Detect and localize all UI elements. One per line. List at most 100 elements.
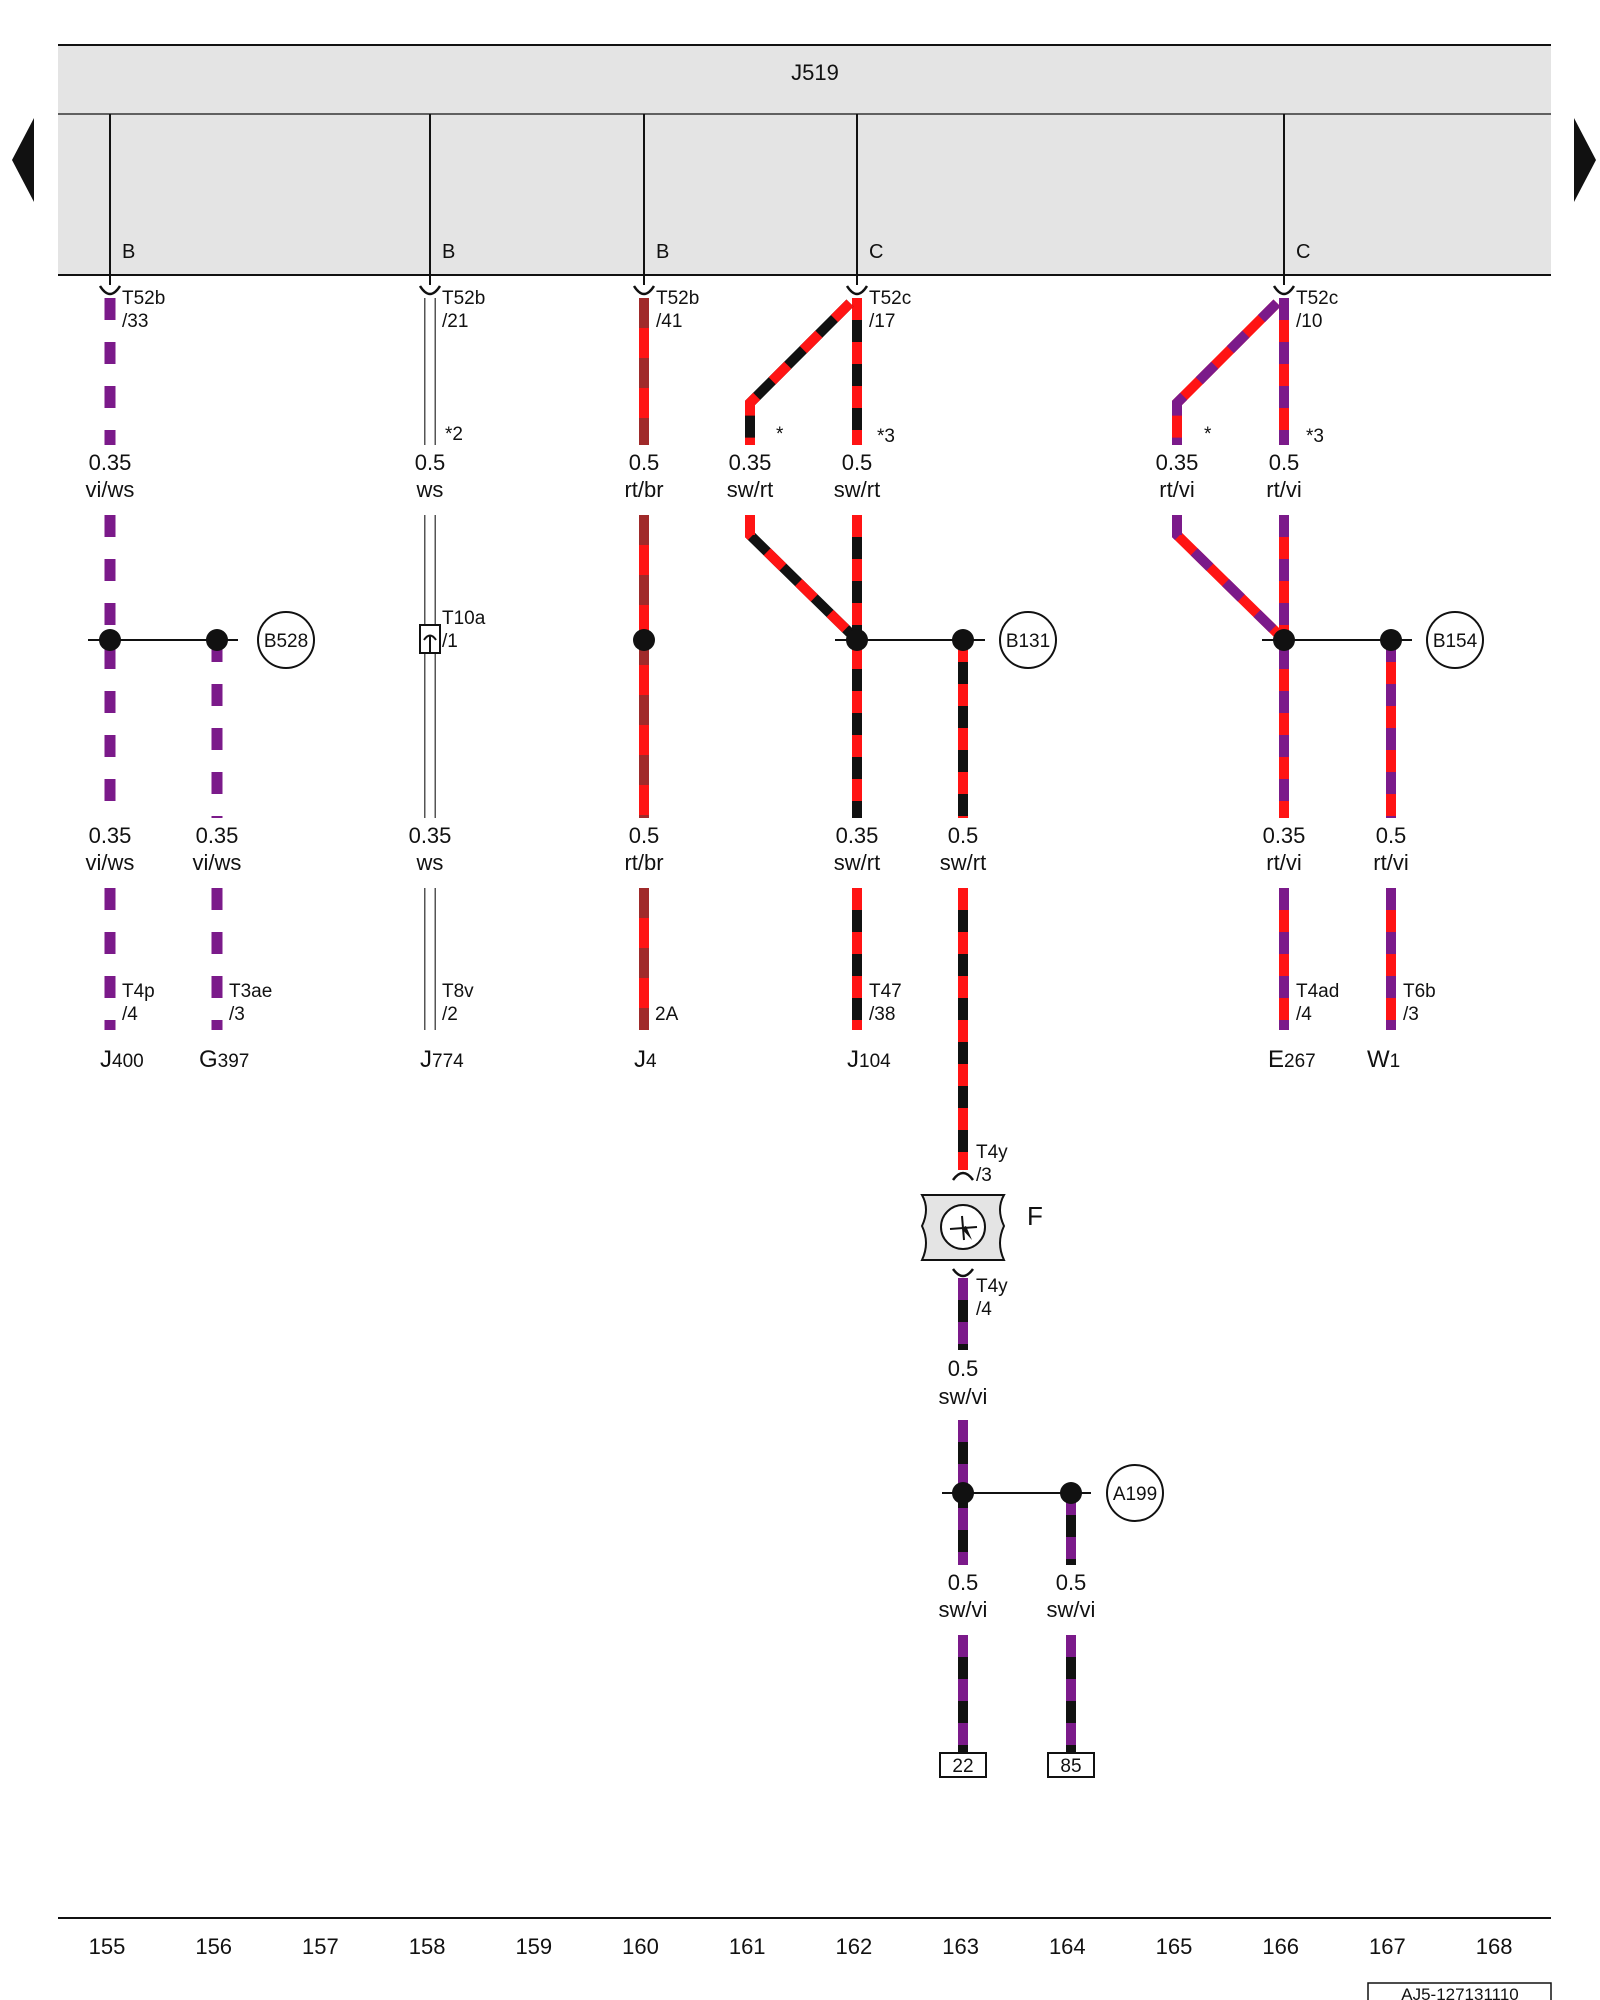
footnote: *2 (445, 424, 463, 445)
component-j400[interactable]: J400 (100, 1046, 144, 1073)
component-g397[interactable]: G397 (199, 1046, 249, 1073)
wire-color: sw/vi (939, 1384, 988, 1409)
wire-color: rt/vi (1266, 850, 1301, 875)
connector-name: T6b (1403, 981, 1436, 1002)
connector-name: T52b (656, 288, 699, 309)
splice-node (1060, 1482, 1082, 1504)
track-number: 168 (1476, 1934, 1513, 1959)
footnote: *3 (1306, 426, 1324, 447)
connector-pin: /3 (976, 1165, 992, 1186)
wire-sw-rt[interactable] (745, 299, 854, 445)
splice-node (1273, 629, 1295, 651)
splice-junctions (88, 629, 1412, 1504)
connector-pin: /3 (1403, 1004, 1419, 1025)
splice-id: B131 (1006, 631, 1050, 652)
switch-f[interactable]: F T4y /3 T4y /4 (920, 1142, 1043, 1320)
ground-ref: 22 (952, 1756, 973, 1777)
wire-color: rt/vi (1159, 477, 1194, 502)
pin-group-label: C (869, 241, 883, 263)
splice-node (846, 629, 868, 651)
wire-rt-vi[interactable] (1172, 515, 1281, 637)
track-number: 157 (302, 1934, 339, 1959)
connector-pin: /4 (122, 1004, 138, 1025)
control-unit-label: J519 (791, 60, 839, 85)
wire-color: rt/vi (1373, 850, 1408, 875)
track-number: 162 (836, 1934, 873, 1959)
wire-color: vi/ws (86, 477, 135, 502)
connector-name: T10a (442, 608, 486, 629)
wire-size: 0.5 (948, 1356, 979, 1381)
wire-color: sw/rt (834, 477, 880, 502)
pin-group-label: C (1296, 241, 1310, 263)
connector-pin: /3 (229, 1004, 245, 1025)
splice-node (1380, 629, 1402, 651)
wire-size: 0.35 (89, 823, 132, 848)
track-number: 167 (1369, 1934, 1406, 1959)
component-j104[interactable]: J104 (847, 1046, 891, 1073)
connector-name: T3ae (229, 981, 272, 1002)
connector-pin: /10 (1296, 311, 1322, 332)
component-labels[interactable]: J400 G397 J774 J4 J104 E267 W1 (100, 1046, 1400, 1073)
connector-name: T4y (976, 1142, 1008, 1163)
connector-pin: /17 (869, 311, 895, 332)
track-number: 165 (1156, 1934, 1193, 1959)
wires (104, 298, 1396, 1753)
connector-name: T8v (442, 981, 474, 1002)
wire-size: 0.35 (89, 450, 132, 475)
wire-size: 0.5 (629, 823, 660, 848)
wire-sw-rt[interactable] (745, 515, 854, 637)
connector-pin: /21 (442, 311, 468, 332)
splice-id: B154 (1433, 631, 1478, 652)
track-number: 164 (1049, 1934, 1086, 1959)
wire-color: rt/vi (1266, 477, 1301, 502)
internal-leads (109, 114, 1285, 285)
wire-size: 0.5 (1269, 450, 1300, 475)
inline-connector-t10a: T10a /1 (419, 608, 486, 654)
wire-rt-vi[interactable] (1172, 299, 1281, 445)
connector-pin: 2A (655, 1004, 679, 1025)
splice-id: A199 (1113, 1484, 1157, 1505)
connector-name: T4ad (1296, 981, 1339, 1002)
component-j4[interactable]: J4 (634, 1046, 657, 1073)
wire-size: 0.5 (948, 1570, 979, 1595)
wire-color: sw/vi (939, 1597, 988, 1622)
wire-color: sw/rt (940, 850, 986, 875)
splice-node (633, 629, 655, 651)
component-w1[interactable]: W1 (1367, 1046, 1400, 1073)
next-page-arrow-icon[interactable] (1574, 118, 1596, 202)
top-connector-labels: T52b /33 T52b /21 T52b /41 T52c /17 T52c… (122, 288, 1338, 332)
footnote-markers: *2 * *3 * *3 (445, 424, 1324, 447)
ground-references[interactable]: 22 85 (939, 1752, 1095, 1778)
wire-color: sw/rt (727, 477, 773, 502)
wire-size: 0.5 (629, 450, 660, 475)
wire-labels: 0.35 vi/ws 0.5 ws 0.5 rt/br 0.35 sw/rt 0… (86, 450, 1409, 1622)
connector-pin: /4 (1296, 1004, 1312, 1025)
splice-id: B528 (264, 631, 308, 652)
track-number: 163 (942, 1934, 979, 1959)
wire-size: 0.35 (1156, 450, 1199, 475)
wire-size: 0.5 (415, 450, 446, 475)
control-unit-j519: J519 (58, 44, 1551, 276)
track-number: 159 (515, 1934, 552, 1959)
connector-pin: /2 (442, 1004, 458, 1025)
previous-page-arrow-icon[interactable] (12, 118, 34, 202)
wire-size: 0.5 (948, 823, 979, 848)
track-number: 161 (729, 1934, 766, 1959)
connector-pin: /41 (656, 311, 682, 332)
connector-pin: /38 (869, 1004, 895, 1025)
track-number: 156 (195, 1934, 232, 1959)
wire-color: rt/br (624, 477, 663, 502)
connector-name: T52b (442, 288, 485, 309)
track-number: 166 (1262, 1934, 1299, 1959)
pin-group-label: B (656, 241, 669, 263)
splice-node (952, 1482, 974, 1504)
component-e267[interactable]: E267 (1268, 1046, 1316, 1073)
splice-references[interactable]: B528 B131 B154 A199 (257, 611, 1484, 1522)
wire-size: 0.5 (1376, 823, 1407, 848)
connector-name: T4y (976, 1276, 1008, 1297)
connector-name: T47 (869, 981, 902, 1002)
wire-color: sw/vi (1047, 1597, 1096, 1622)
component-j774[interactable]: J774 (420, 1046, 464, 1073)
doc-id-box: AJ5-127131110 (1367, 1982, 1552, 2000)
